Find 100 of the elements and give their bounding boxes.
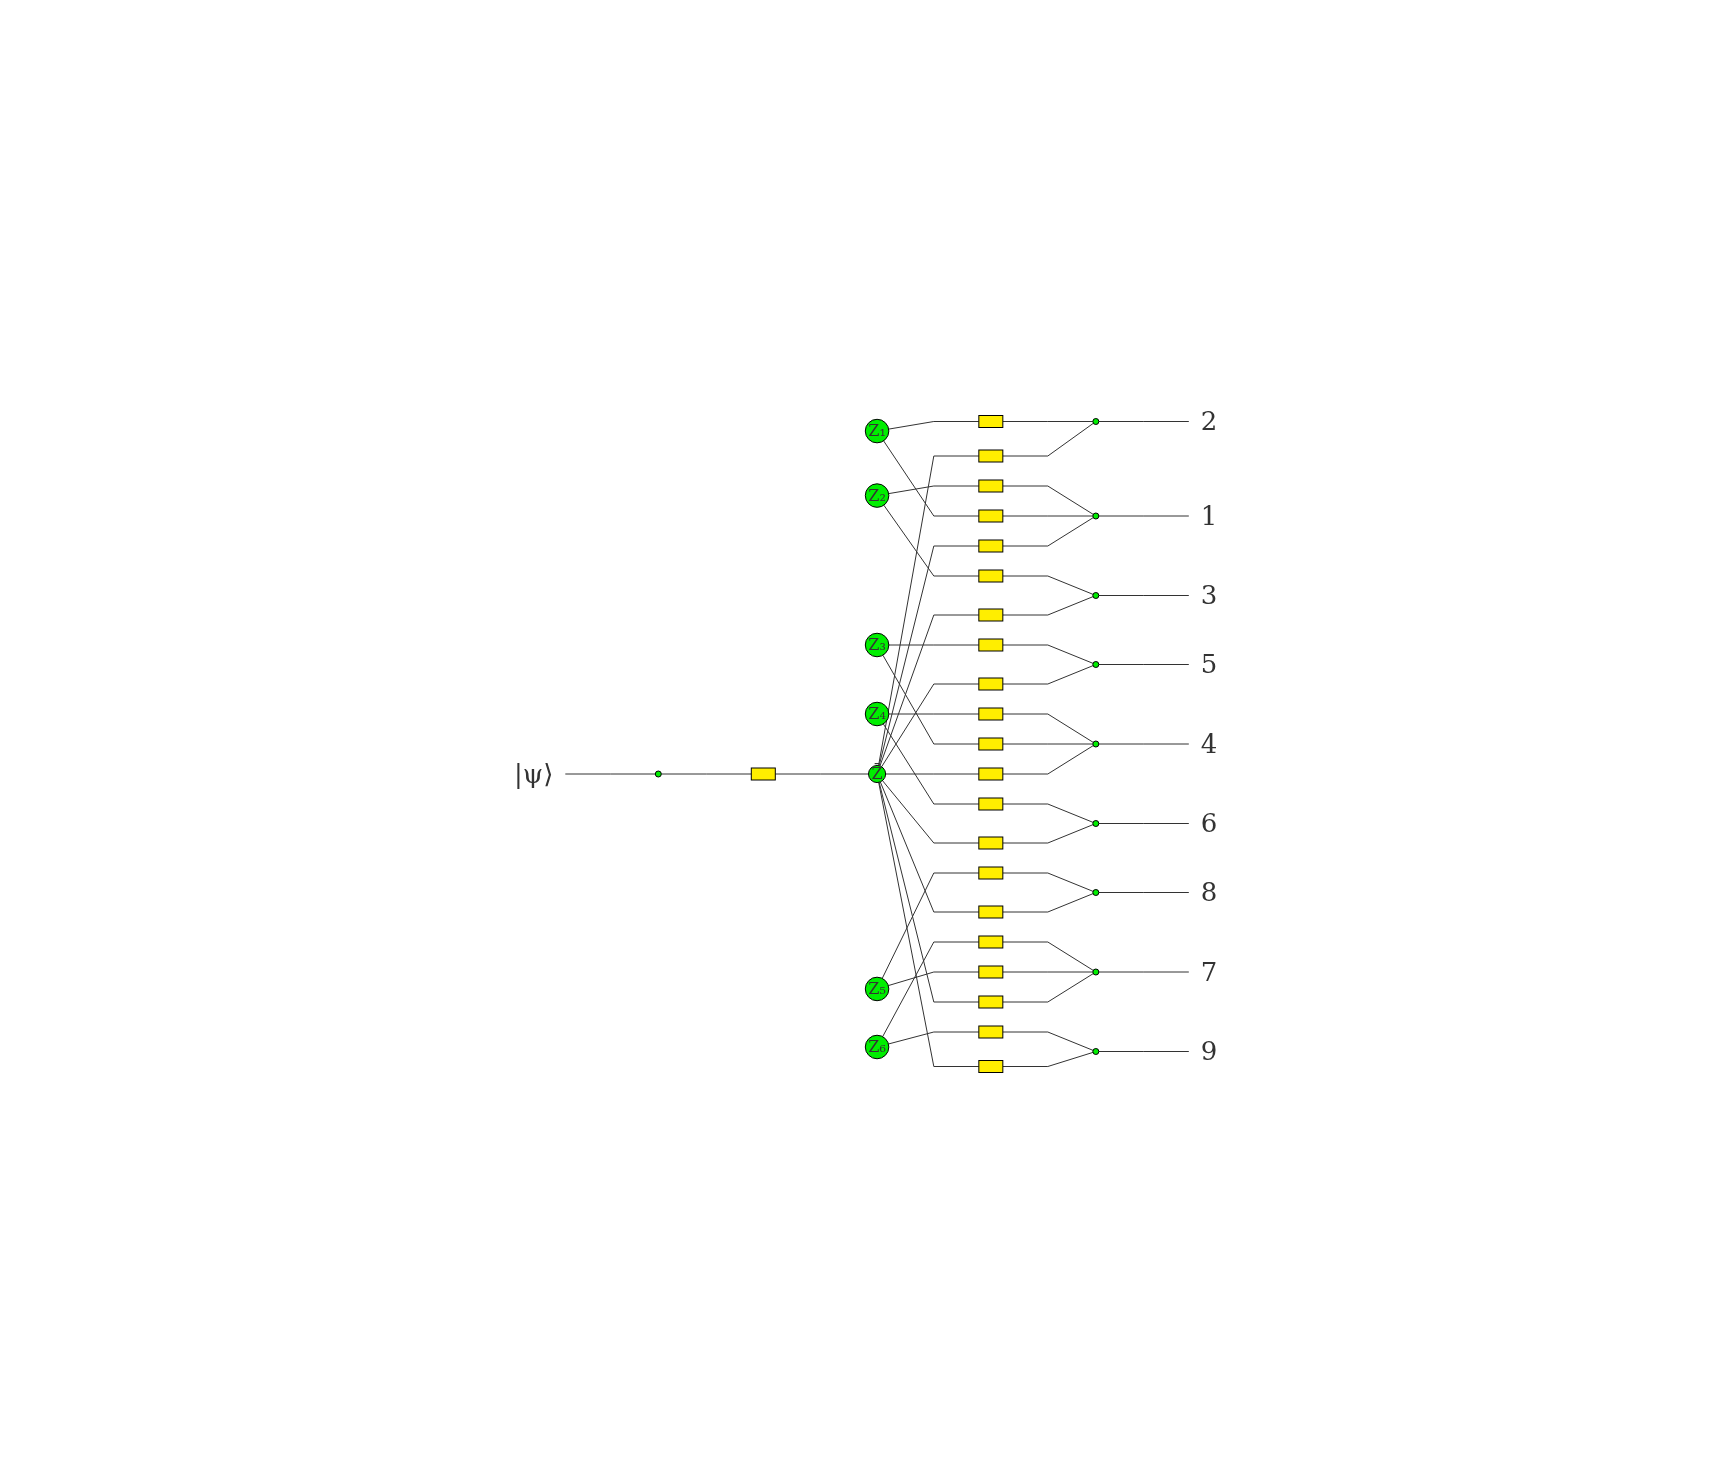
connector [888, 644, 980, 645]
connector [1098, 891, 1190, 893]
node-box [978, 638, 1004, 651]
node-text: 2 [1201, 405, 1218, 436]
node-box [978, 995, 1004, 1008]
connector [1002, 743, 1094, 744]
connector [878, 781, 980, 1002]
node-box [978, 569, 1004, 582]
connector [888, 1031, 980, 1044]
node-circle: Z₁ [865, 418, 890, 443]
node-circle [1092, 968, 1100, 975]
connector [885, 773, 980, 774]
node-box [978, 414, 1004, 428]
connector [882, 941, 980, 1037]
node-circle [655, 770, 663, 777]
connector [1002, 744, 1095, 774]
connector [1002, 1051, 1094, 1067]
node-circle [1092, 591, 1100, 599]
connector [1098, 822, 1190, 824]
node-box [978, 797, 1004, 810]
connector [1002, 422, 1095, 456]
node-circle [1092, 1047, 1100, 1055]
connector [1002, 664, 1094, 684]
connector [1002, 872, 1094, 892]
connector [1002, 516, 1095, 546]
connector [888, 420, 980, 430]
node-circle [1092, 740, 1100, 747]
node-text: 5 [1201, 648, 1218, 679]
connector [883, 439, 980, 516]
connector [888, 485, 980, 494]
node-box [978, 449, 1004, 462]
connector [1002, 803, 1094, 823]
connector [1098, 743, 1190, 744]
connector [1098, 1050, 1190, 1052]
connector [1002, 972, 1095, 1002]
connector [1002, 892, 1094, 912]
node-circle: Z₂ [865, 482, 890, 508]
connector [882, 872, 980, 979]
node-circle [1092, 417, 1100, 425]
node-box [978, 479, 1004, 492]
node-box [978, 677, 1004, 690]
connector [565, 773, 657, 774]
connector [775, 773, 870, 774]
node-circle: Z₅ [865, 976, 890, 1001]
node-box [978, 935, 1004, 948]
connector [1002, 644, 1094, 664]
connector [1002, 420, 1094, 422]
node-text: 7 [1201, 956, 1218, 986]
node-box [978, 509, 1004, 522]
connector [1002, 575, 1094, 595]
node-box [978, 905, 1004, 918]
node-text: 9 [1201, 1035, 1218, 1066]
node-box [978, 539, 1004, 552]
node-text: 8 [1201, 876, 1218, 907]
node-circle [1092, 888, 1100, 896]
node-box [978, 737, 1004, 750]
connector [879, 614, 980, 766]
connector [1002, 971, 1094, 972]
node-text: 4 [1201, 728, 1218, 758]
connector [1098, 594, 1190, 596]
connector [883, 504, 980, 576]
connector [882, 779, 980, 843]
node-circle [1092, 512, 1100, 519]
connector [878, 545, 980, 766]
connector [881, 683, 980, 767]
node-box [978, 707, 1004, 720]
connector [888, 713, 980, 714]
connector [661, 773, 753, 774]
connector [1002, 1031, 1094, 1051]
node-box [978, 1059, 1004, 1073]
connector [1002, 515, 1094, 516]
connector [1002, 595, 1094, 615]
node-text: |ψ⟩ [514, 758, 554, 788]
connector [1002, 485, 1095, 515]
connector [1098, 971, 1190, 972]
connector [878, 455, 980, 766]
connector [1002, 823, 1094, 843]
node-circle [1092, 819, 1100, 827]
node-box [978, 608, 1004, 621]
node-box [978, 965, 1004, 978]
node-circle: Z₆ [865, 1034, 890, 1059]
connector [880, 780, 980, 912]
node-text: 6 [1201, 807, 1218, 838]
node-box [978, 1025, 1004, 1038]
node-circle: Z₃ [865, 632, 890, 657]
connector [878, 781, 980, 1067]
node-box [978, 767, 1004, 780]
connector [882, 654, 980, 744]
connector [888, 971, 980, 986]
connector [1098, 420, 1190, 422]
node-box [978, 836, 1004, 849]
node-circle [1092, 660, 1100, 668]
node-circle: Z₄ [865, 701, 890, 726]
node-box [978, 866, 1004, 879]
connector [1098, 515, 1190, 516]
connector [1002, 713, 1095, 743]
connector [883, 722, 980, 804]
node-box [751, 767, 777, 780]
connector [1098, 663, 1190, 665]
node-text: 3 [1201, 579, 1218, 610]
